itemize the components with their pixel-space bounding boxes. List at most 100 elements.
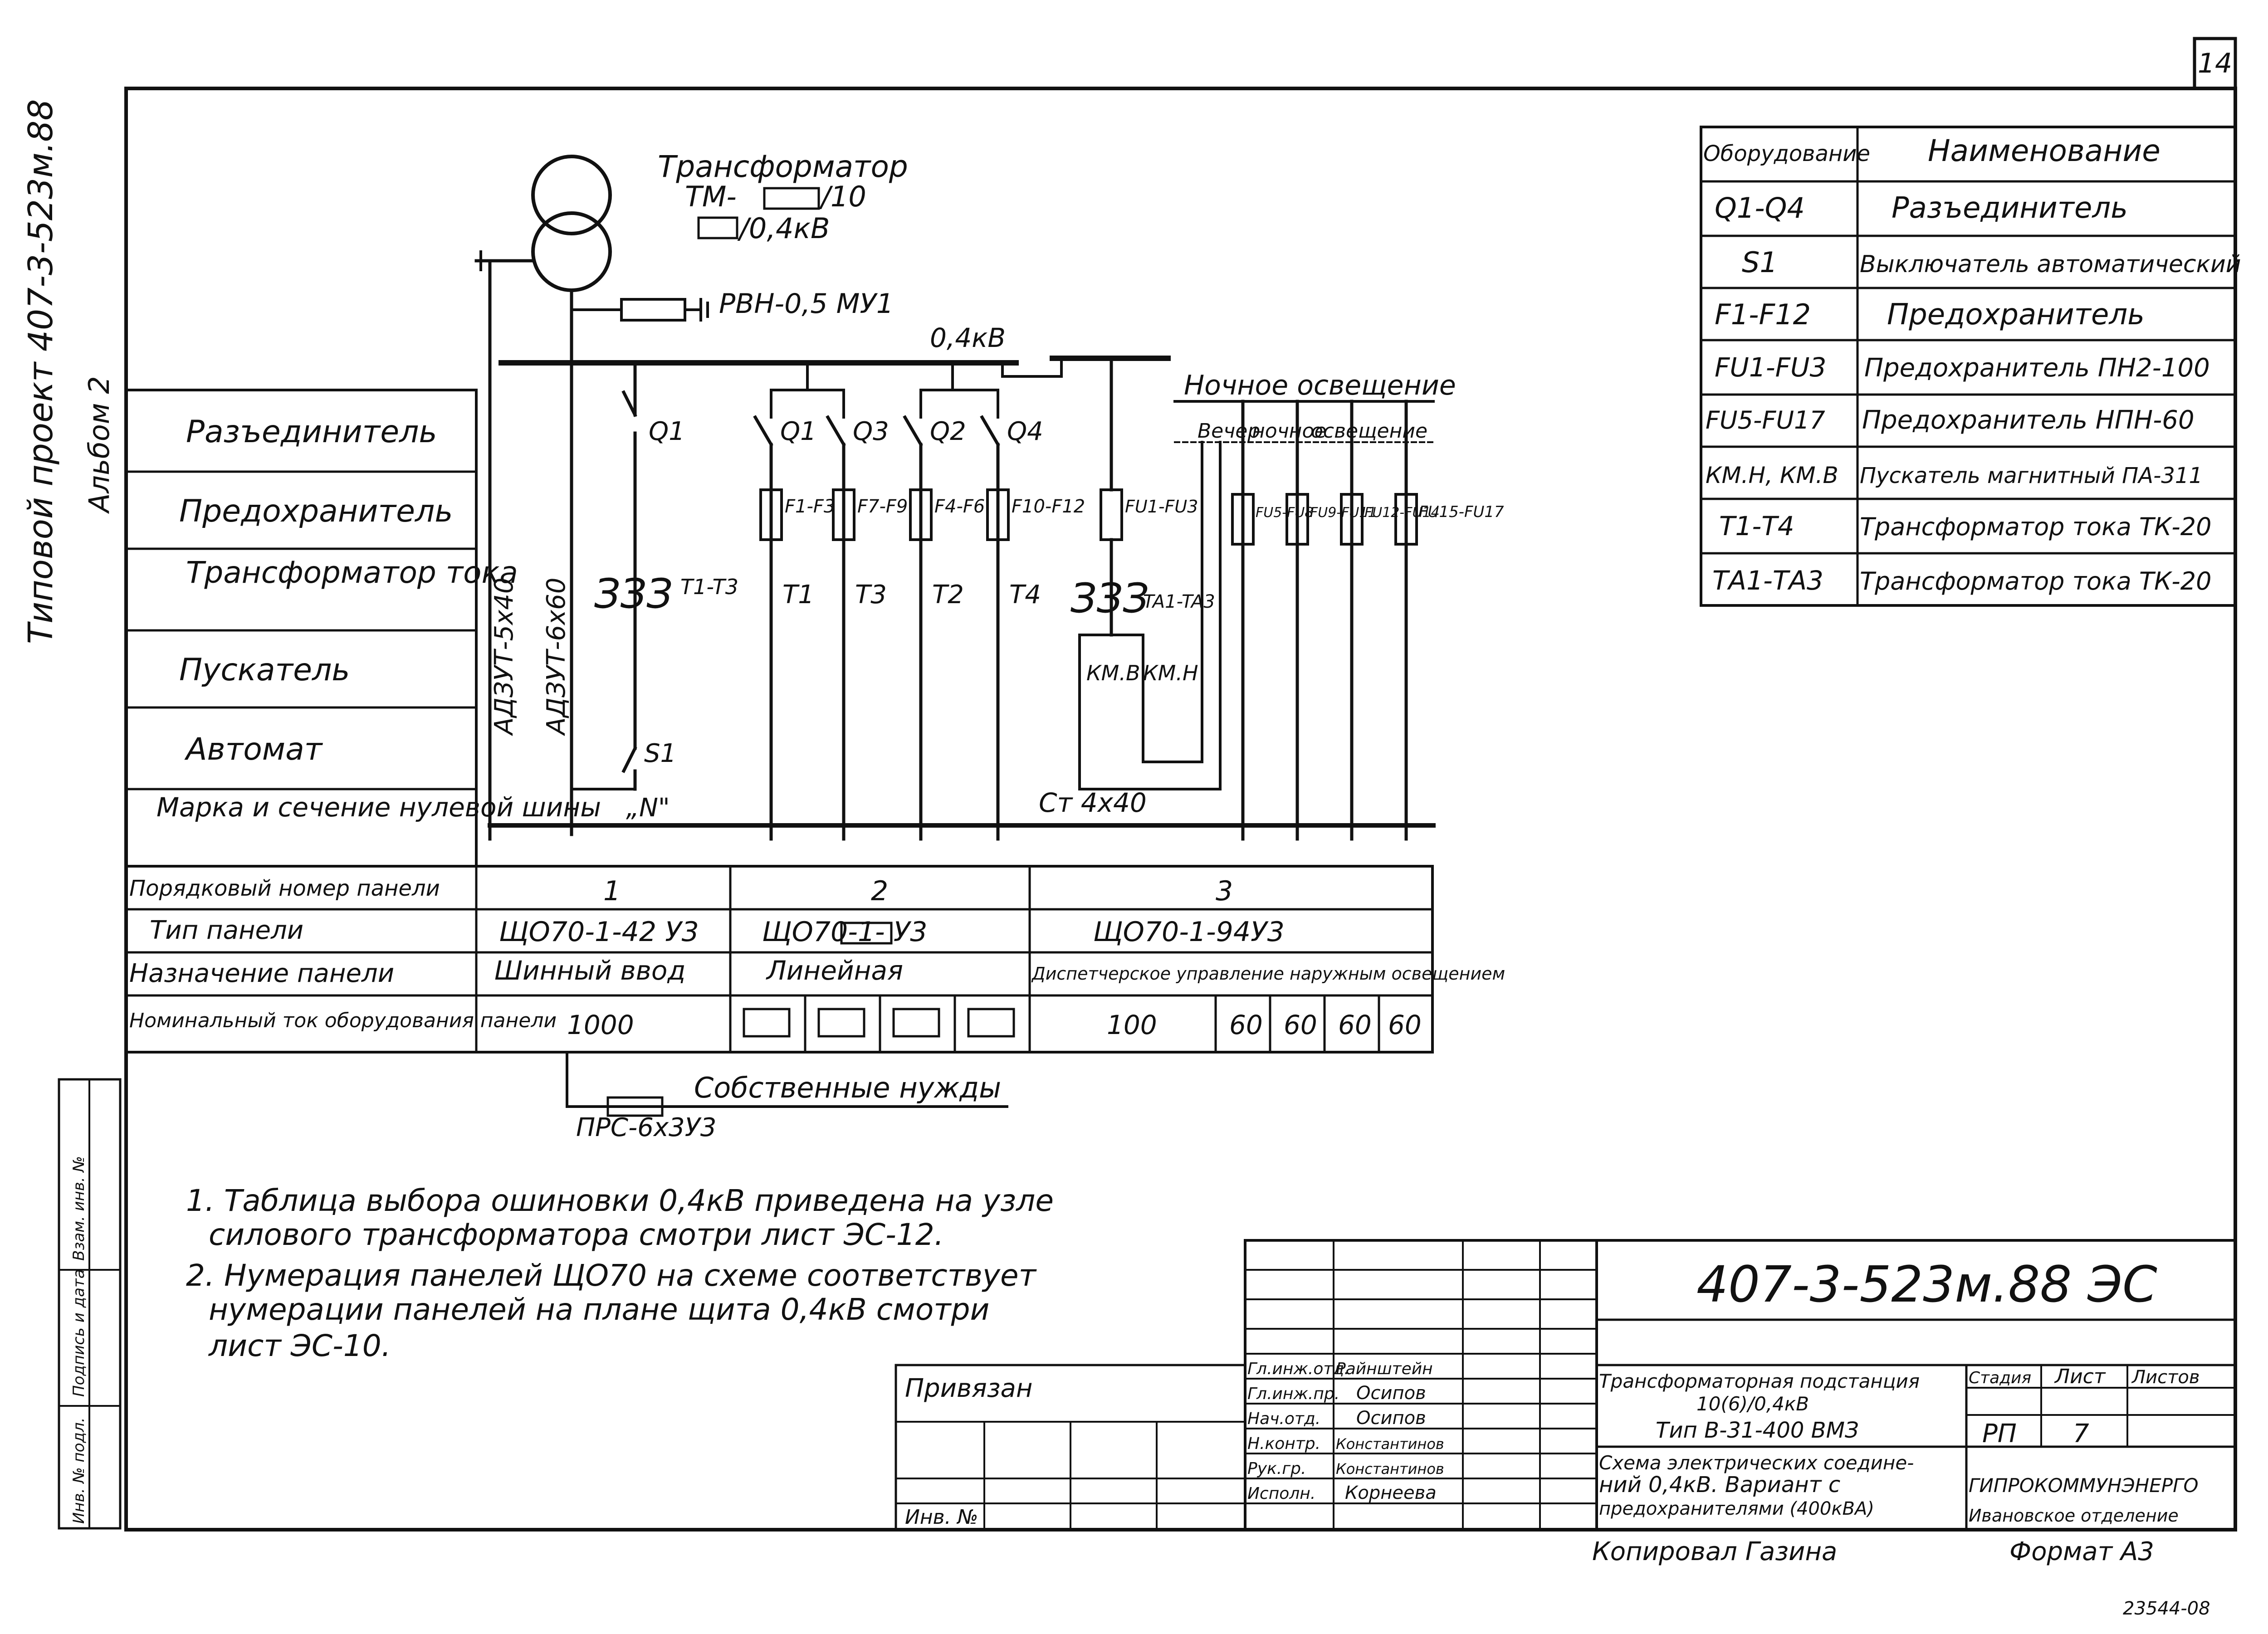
stamp-replace: Взам. инв. № [70, 1156, 88, 1261]
panel-2-feeders [753, 361, 1010, 841]
panel-type-1: ЩО70-1-42 У3 [499, 916, 699, 948]
sheet-title-1: Схема электрических соедине- [1599, 1452, 1914, 1474]
legend-code-2: S1 [1742, 246, 1778, 279]
page-number: 14 [2198, 48, 2232, 79]
cable-label-1: АДЗУТ-5х40 [489, 577, 519, 736]
transformer-title: Трансформатор [658, 149, 908, 184]
night-lighting-label: Ночное освещение [1184, 370, 1456, 401]
panel-number-1: 1 [603, 875, 621, 907]
legend-code-1: Q1-Q4 [1715, 191, 1805, 224]
fu1-label: FU1-FU3 [1125, 497, 1198, 517]
legend-name-5: Предохранитель НПН-60 [1862, 405, 2195, 435]
ct-symbol-p1: ЗЗЗ [594, 570, 673, 618]
stamp-sign: Подпись и дата [70, 1269, 88, 1397]
bus-voltage: 0,4кВ [930, 322, 1006, 353]
legend-table [1700, 126, 2237, 607]
t1-label: T1 [782, 580, 814, 610]
q2-label: Q2 [930, 417, 966, 446]
doc-code: 407-3-523м.88 ЭС [1696, 1255, 2157, 1313]
name-5: Константинов [1336, 1460, 1444, 1478]
inv-label: Инв. № [905, 1506, 978, 1529]
legend-name-8: Трансформатор тока ТК-20 [1860, 567, 2212, 595]
bottom-code: 23544-08 [2123, 1598, 2210, 1619]
kmh-label: КМ.Н [1143, 661, 1198, 685]
fu15-label: FU15-FU17 [1419, 503, 1504, 521]
transformer-line1: ТМ- [685, 180, 737, 213]
transformer-line2: /0,4кВ [737, 212, 830, 245]
own-needs-cable: ПРС-6х3У3 [576, 1113, 716, 1142]
panel-table [125, 865, 1434, 1054]
legend-code-7: Т1-Т4 [1719, 511, 1794, 541]
name-1: Райнштейн [1336, 1360, 1433, 1378]
sheet-title-2: ний 0,4кВ. Вариант с [1599, 1472, 1840, 1497]
name-3: Осипов [1356, 1408, 1426, 1429]
name-2: Осипов [1356, 1383, 1426, 1404]
panel-header-current: Номинальный ток оборудования панели [129, 1009, 557, 1032]
s1-label: S1 [644, 739, 676, 768]
copied-by: Копировал Газина [1592, 1537, 1837, 1566]
row-label-table [125, 389, 478, 868]
legend-code-4: FU1-FU3 [1715, 352, 1826, 383]
ta-label: TA1-TA3 [1143, 591, 1215, 612]
legend-code-5: FU5-FU17 [1706, 406, 1825, 434]
neutral-n-label: „N" [626, 793, 670, 823]
q4-label: Q4 [1007, 417, 1043, 446]
panel-current-3e: 60 [1388, 1010, 1422, 1040]
t3-label: T3 [855, 580, 887, 610]
panel-current-3d: 60 [1338, 1010, 1372, 1040]
note-line-3: 2. Нумерация панелей ЩО70 на схеме соотв… [186, 1258, 1037, 1293]
panel-type-2: ЩО70-1- У3 [762, 916, 927, 948]
panel-current-1: 1000 [567, 1010, 634, 1040]
panel-number-3: 3 [1216, 875, 1233, 907]
transformer-winding-lv [531, 211, 612, 292]
q1a-label: Q1 [649, 417, 685, 446]
f1-label: F1-F3 [785, 496, 835, 517]
night-sub-1: Вечер [1198, 419, 1260, 443]
f10-label: F10-F12 [1012, 496, 1085, 517]
row-label-current-transformer: Трансформатор тока [186, 555, 518, 590]
panel-purpose-3: Диспетчерское управление наружным освеще… [1031, 964, 1505, 984]
transformer-voltage-blank [697, 216, 738, 239]
note-line-2: силового трансформатора смотри лист ЭС-1… [209, 1217, 944, 1252]
note-line-5: лист ЭС-10. [208, 1328, 391, 1363]
legend-header-equipment: Оборудование [1703, 141, 1870, 166]
own-needs-label: Собственные нужды [694, 1071, 1001, 1104]
role-1: Гл.инж.отд. [1247, 1360, 1349, 1378]
sheet-title-3: предохранителями (400кВА) [1599, 1498, 1874, 1519]
row-label-fuse: Предохранитель [179, 493, 453, 529]
t1a-label: T1-T3 [680, 575, 738, 599]
project-title-1: Трансформаторная подстанция [1599, 1370, 1920, 1392]
transformer-power-blank [763, 187, 820, 210]
ct-symbol-p3: ЗЗЗ [1070, 575, 1149, 622]
transformer-winding-hv [531, 155, 612, 235]
legend-name-6: Пускатель магнитный ПА-311 [1860, 463, 2203, 488]
kmb-label: КМ.В [1086, 661, 1140, 685]
privyazan-label: Привязан [905, 1374, 1032, 1403]
f7-label: F7-F9 [857, 496, 908, 517]
sheet-label: Лист [2054, 1365, 2106, 1388]
panel-purpose-2: Линейная [766, 955, 903, 986]
night-sub-3: освещение [1311, 419, 1427, 443]
role-3: Нач.отд. [1247, 1410, 1320, 1428]
row-label-starter: Пускатель [179, 652, 350, 688]
panel-purpose-1: Шинный ввод [494, 955, 685, 986]
title-block [894, 1239, 2237, 1531]
panel-type-3: ЩО70-1-94У3 [1093, 916, 1285, 948]
legend-name-2: Выключатель автоматический [1860, 251, 2241, 278]
panel-number-2: 2 [871, 875, 888, 907]
night-sub-2: ночное [1252, 419, 1326, 443]
q3-label: Q3 [853, 417, 889, 446]
project-title-3: Тип В-31-400 ВМЗ [1656, 1418, 1859, 1443]
role-5: Рук.гр. [1247, 1459, 1306, 1478]
transformer-line1b: /10 [819, 180, 866, 213]
name-4: Константинов [1336, 1435, 1444, 1453]
format-label: Формат А3 [2009, 1537, 2154, 1566]
page-number-box [2193, 37, 2237, 90]
fu12-label: FU12-FU14 [1364, 505, 1440, 521]
side-title: Типовой проект 407-3-523м.88 [21, 99, 60, 644]
panel-current-3a: 100 [1107, 1010, 1157, 1040]
q1-label: Q1 [780, 417, 816, 446]
f4-label: F4-F6 [934, 496, 985, 517]
row-label-disconnector: Разъединитель [186, 414, 437, 450]
